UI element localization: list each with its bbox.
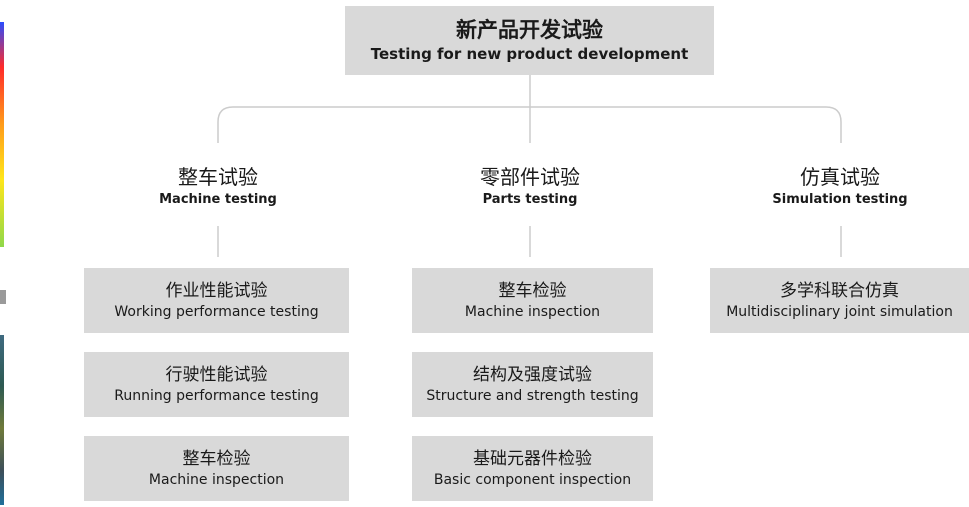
category-simulation-testing: 仿真试验 Simulation testing	[720, 164, 960, 210]
leaf-title-zh: 基础元器件检验	[473, 448, 592, 469]
cropped-image-edge-top	[0, 22, 4, 247]
leaf-title-en: Basic component inspection	[433, 471, 632, 488]
leaf-title-en: Multidisciplinary joint simulation	[726, 303, 953, 320]
category-title-zh: 整车试验	[178, 165, 258, 189]
leaf-title-zh: 行驶性能试验	[165, 364, 268, 385]
leaf-parts-machine-inspection: 整车检验 Machine inspection	[412, 268, 653, 333]
leaf-structure-strength-testing: 结构及强度试验 Structure and strength testing	[412, 352, 653, 417]
leaf-title-en: Machine inspection	[464, 303, 601, 320]
leaf-title-zh: 整车检验	[182, 448, 251, 469]
category-parts-testing: 零部件试验 Parts testing	[410, 164, 650, 210]
cropped-image-edge-mid	[0, 290, 6, 304]
leaf-title-zh: 整车检验	[498, 280, 567, 301]
leaf-title-zh: 结构及强度试验	[473, 364, 592, 385]
leaf-machine-inspection: 整车检验 Machine inspection	[84, 436, 349, 501]
root-node: 新产品开发试验 Testing for new product developm…	[345, 6, 714, 75]
category-title-zh: 零部件试验	[480, 165, 580, 189]
category-machine-testing: 整车试验 Machine testing	[98, 164, 338, 210]
leaf-title-en: Running performance testing	[114, 387, 319, 404]
category-title-en: Parts testing	[482, 192, 578, 207]
root-title-en: Testing for new product development	[370, 44, 689, 63]
leaf-title-en: Structure and strength testing	[426, 387, 639, 404]
cropped-image-edge-bottom	[0, 335, 4, 505]
leaf-title-en: Working performance testing	[114, 303, 319, 320]
leaf-working-performance-testing: 作业性能试验 Working performance testing	[84, 268, 349, 333]
category-title-en: Machine testing	[159, 192, 277, 207]
category-title-en: Simulation testing	[772, 192, 908, 207]
leaf-title-zh: 多学科联合仿真	[780, 280, 899, 301]
category-title-zh: 仿真试验	[800, 165, 880, 189]
leaf-title-en: Machine inspection	[148, 471, 285, 488]
leaf-running-performance-testing: 行驶性能试验 Running performance testing	[84, 352, 349, 417]
leaf-multidisciplinary-joint-simulation: 多学科联合仿真 Multidisciplinary joint simulati…	[710, 268, 969, 333]
root-title-zh: 新产品开发试验	[456, 17, 603, 42]
leaf-title-zh: 作业性能试验	[165, 280, 268, 301]
leaf-basic-component-inspection: 基础元器件检验 Basic component inspection	[412, 436, 653, 501]
